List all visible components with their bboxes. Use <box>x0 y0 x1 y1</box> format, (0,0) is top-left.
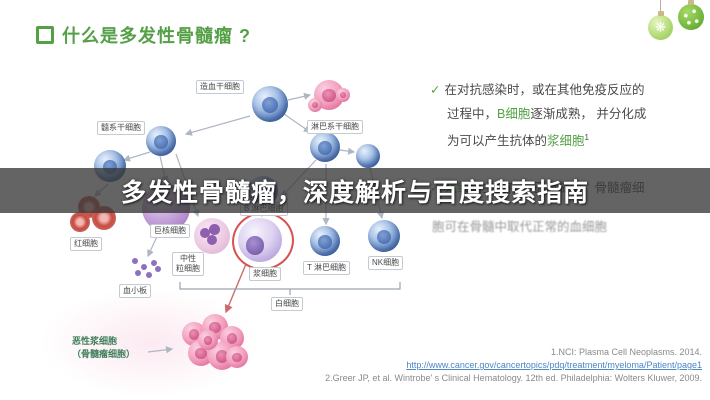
bullet1-text1: 在对抗感染时，或在其他免疫反应的 <box>444 83 645 97</box>
myeloma-cell <box>226 346 248 368</box>
label-lymphoid: 淋巴系干细胞 <box>307 120 363 134</box>
label-t-cell: T 淋巴细胞 <box>303 261 350 275</box>
right-text-panel: ✓在对抗感染时，或在其他免疫反应的 过程中，B细胞逐渐成熟， 并分化成 为可以产… <box>430 78 708 153</box>
plasma-cell <box>238 218 282 262</box>
pink-progenitor-cell <box>336 88 350 102</box>
label-myeloid: 髓系干细胞 <box>97 121 145 135</box>
label-neutrophil: 中性 粒细胞 <box>172 252 204 276</box>
bullet1-text2a: 过程中， <box>447 107 498 121</box>
citation-2: 2.Greer JP, et al. Wintrobe' s Clinical … <box>325 373 702 383</box>
overlay-banner: 多发性骨髓瘤，深度解析与百度搜索指南 <box>0 168 710 213</box>
highlight-plasma-cell: 浆细胞 <box>547 134 585 149</box>
ornament-ball-icon: ❋ <box>648 11 673 40</box>
square-bullet-icon <box>36 26 54 44</box>
neutrophil-cell <box>194 218 230 254</box>
label-plasma: 浆细胞 <box>249 267 281 281</box>
ornament-ball-icon <box>678 0 704 30</box>
bullet2-line2-partial: 胞可在骨髓中取代正常的血细胞 <box>432 220 608 234</box>
label-neutrophil-line2: 粒细胞 <box>176 264 200 273</box>
bullet1-line1: ✓在对抗感染时，或在其他免疫反应的 <box>430 78 708 102</box>
label-malignant-plasma-cell: 恶性浆细胞 （骨髓瘤细胞） <box>72 335 135 361</box>
citation-1: 1.NCI: Plasma Cell Neoplasms. 2014. <box>550 347 702 357</box>
myeloid-stem-cell <box>146 126 176 156</box>
snowflake-icon: ❋ <box>655 18 666 34</box>
bullet1-line2: 过程中，B细胞逐渐成熟， 并分化成 <box>430 102 708 126</box>
citation-link[interactable]: http://www.cancer.gov/cancertopics/pdq/t… <box>406 360 702 370</box>
myeloma-cell <box>198 330 218 350</box>
bullet1-line3: 为可以产生抗体的浆细胞1 <box>430 126 708 153</box>
slide-header: 什么是多发性骨髓瘤 ? <box>36 22 251 48</box>
red-blood-cell <box>70 212 90 232</box>
label-platelet: 血小板 <box>119 284 151 298</box>
label-wbc: 白细胞 <box>271 297 303 311</box>
bullet1-text3a: 为可以产生抗体的 <box>447 134 548 149</box>
highlight-b-cell: B细胞 <box>497 107 531 121</box>
lymphoid-stem-cell <box>310 132 340 162</box>
label-rbc: 红细胞 <box>70 237 102 251</box>
pink-progenitor-cell <box>308 98 322 112</box>
label-neutrophil-line1: 中性 <box>180 254 196 263</box>
nk-precursor-cell <box>356 144 380 168</box>
t-cell <box>310 226 340 256</box>
label-hsc: 造血干细胞 <box>196 80 244 94</box>
label-nk-cell: NK细胞 <box>368 256 404 270</box>
superscript-ref: 1 <box>584 133 589 142</box>
checkmark-icon: ✓ <box>430 83 441 97</box>
label-malignant-line1: 恶性浆细胞 <box>72 336 118 346</box>
stem-cell <box>252 86 288 122</box>
bullet1-text2b: 逐渐成熟， 并分化成 <box>530 107 647 121</box>
nk-cell <box>368 220 400 252</box>
page-title: 什么是多发性骨髓瘤 ? <box>62 26 251 46</box>
ornament-string <box>660 0 661 16</box>
label-megakaryocyte: 巨核细胞 <box>150 224 190 238</box>
label-malignant-line2: （骨髓瘤细胞） <box>72 349 136 359</box>
banner-title: 多发性骨髓瘤，深度解析与百度搜索指南 <box>120 178 589 207</box>
citations-block: 1.NCI: Plasma Cell Neoplasms. 2014. http… <box>325 346 702 385</box>
